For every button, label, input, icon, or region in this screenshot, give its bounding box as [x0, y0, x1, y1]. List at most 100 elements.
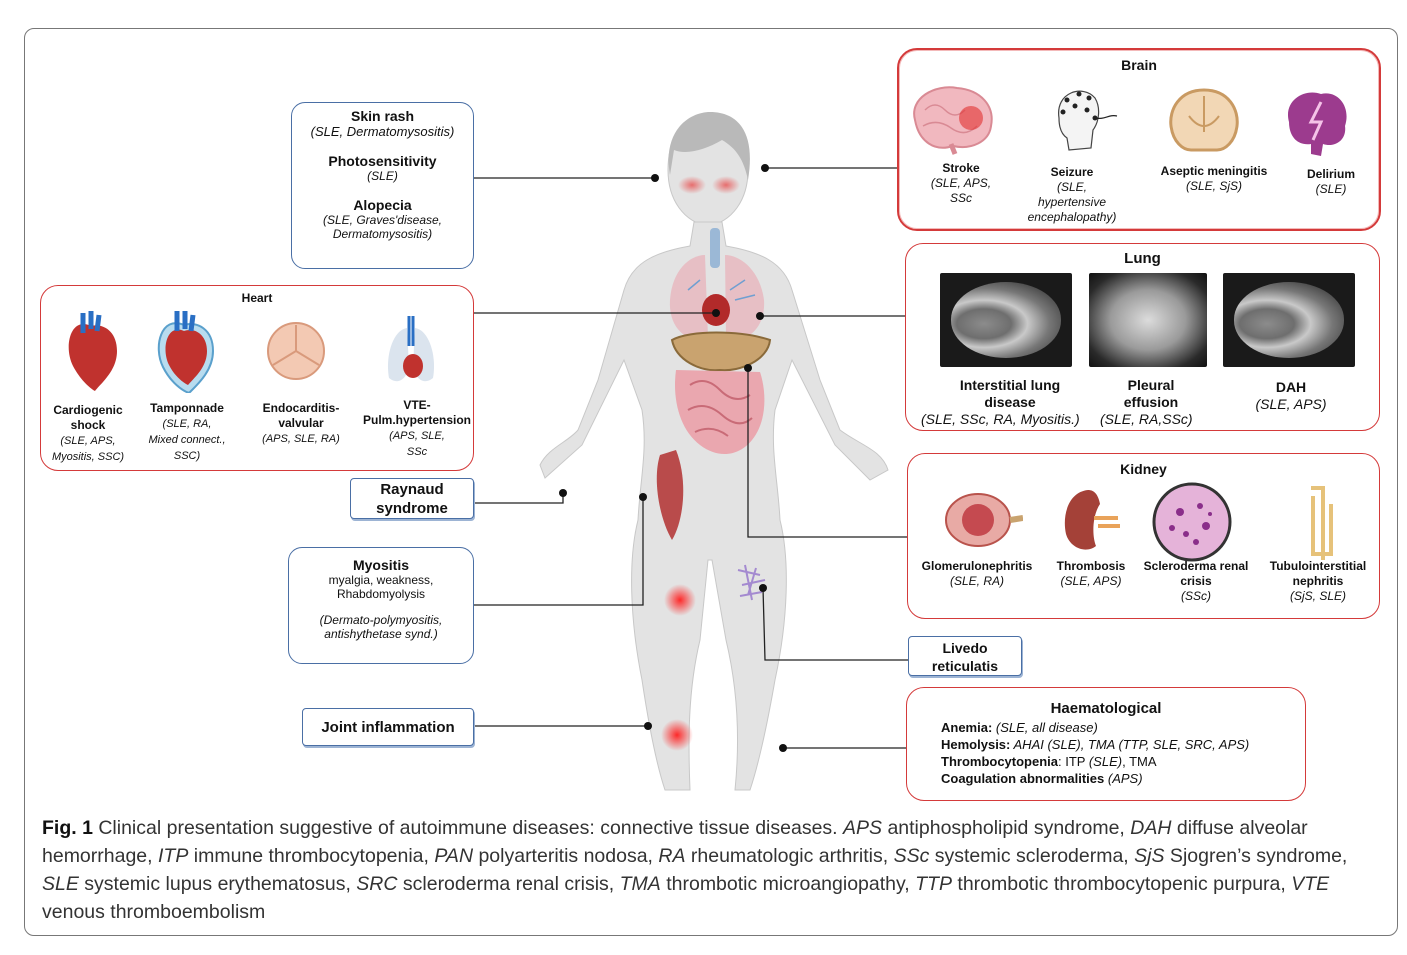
thrombocytopenia-label: Thrombocytopenia [941, 754, 1059, 769]
brain-title: Brain [1121, 57, 1157, 73]
pleural-label-a: Pleural [1127, 377, 1175, 393]
myositis-sub-b: antishythetase synd.) [324, 627, 438, 641]
thrombosis-label: Thrombosis [1056, 559, 1126, 573]
connector-lines [474, 167, 908, 749]
heart-title: Heart [241, 291, 273, 305]
kidney-thrombosis-icon [1064, 490, 1120, 550]
cardiogenic-sub-a: (SLE, APS, [60, 435, 116, 447]
def-sle: systemic lupus erythematosus, [78, 873, 357, 895]
heart-item-4: VTE- Pulm.hypertension (APS, SLE, SSc [359, 398, 475, 460]
def-tma: thrombotic microangiopathy, [660, 873, 916, 895]
abbr-sjs: SjS [1134, 845, 1165, 867]
livedo-box: Livedo reticulatis [908, 636, 1022, 676]
heart-item-2: Tamponnade (SLE, RA, Mixed connect., SSC… [137, 401, 237, 464]
myositis-sub-a: (Dermato-polymyositis, [319, 613, 443, 627]
delirium-label: Delirium [1306, 167, 1355, 181]
skin-rash-title: Skin rash [350, 108, 415, 124]
def-aps: antiphospholipid syndrome, [882, 817, 1131, 839]
glomerulus-icon [945, 493, 1023, 547]
ild-sub: (SLE, SSc, RA, Myositis.) [921, 411, 1080, 427]
vte-label-b: Pulm.hypertension [362, 413, 472, 427]
kidney-item-thrombosis: Thrombosis (SLE, APS) [1046, 559, 1136, 589]
lung-item-dah: DAH (SLE, APS) [1236, 379, 1346, 413]
anemia-text: (SLE, all disease) [992, 720, 1098, 735]
thrombocytopenia-text-b: (SLE) [1088, 754, 1123, 769]
skin-box: Skin rash (SLE, Dermatomysositis) Photos… [291, 102, 474, 269]
vte-sub-a: (APS, SLE, [389, 430, 445, 442]
seizure-sub-c: encephalopathy) [1027, 210, 1117, 224]
heart-item-1: Cardiogenic shock (SLE, APS, Myositis, S… [43, 403, 133, 465]
haem-row-coagulation: Coagulation abnormalities (APS) [941, 770, 1305, 787]
joint-box: Joint inflammation [302, 708, 474, 746]
heart-item-3: Endocarditis- valvular (APS, SLE, RA) [246, 401, 356, 447]
ild-label-b: disease [984, 394, 1036, 410]
abbr-itp: ITP [157, 845, 189, 867]
abbr-pan: PAN [434, 845, 474, 867]
abbr-vte: VTE [1291, 873, 1330, 895]
delirium-brain-icon [1287, 92, 1347, 156]
figure-frame [24, 28, 1398, 936]
myositis-title: Myositis [352, 557, 409, 573]
scleroderma-histology-icon [1152, 482, 1232, 562]
joint-label: Joint inflammation [321, 719, 455, 736]
hemolysis-label: Hemolysis: [941, 737, 1011, 752]
brain-item-seizure: Seizure (SLE, hypertensive encephalopath… [1012, 165, 1132, 225]
alopecia-sub-a: (SLE, Graves'disease, [322, 213, 442, 227]
raynaud-box: Raynaud syndrome [350, 478, 474, 519]
abbr-aps: APS [843, 817, 883, 839]
tin-label-a: Tubulointerstitial [1269, 559, 1367, 573]
coagulation-label: Coagulation abnormalities [941, 771, 1105, 786]
abbr-ssc: SSc [893, 845, 930, 867]
raynaud-line2: syndrome [376, 500, 448, 517]
def-vte: venous thromboembolism [42, 901, 266, 923]
coagulation-text: (APS) [1104, 771, 1143, 786]
vte-lungs-icon [387, 316, 435, 382]
endocarditis-label-a: Endocarditis- [262, 401, 340, 415]
brain-item-meningitis: Aseptic meningitis (SLE, SjS) [1146, 164, 1282, 194]
human-silhouette [539, 117, 889, 791]
photosensitivity-title: Photosensitivity [328, 153, 437, 169]
src-sub: (SSc) [1181, 589, 1211, 603]
haem-row-anemia: Anemia: (SLE, all disease) [941, 719, 1305, 736]
alopecia-sub-b: Dermatomysositis) [332, 227, 433, 241]
abbr-dah: DAH [1130, 817, 1172, 839]
lung-box: Lung Interstitial lung disease (SLE, SSc… [905, 243, 1380, 431]
ct-scan-image-1 [940, 273, 1072, 367]
tamponnade-sub-b: Mixed connect., [148, 434, 226, 446]
brain-item-delirium: Delirium (SLE) [1279, 167, 1383, 197]
def-ttp: thrombotic thrombocytopenic purpura, [951, 873, 1292, 895]
def-itp: immune thrombocytopenia, [188, 845, 435, 867]
cardiogenic-label-a: Cardiogenic [53, 403, 123, 417]
vte-sub-b: SSc [406, 446, 428, 458]
def-sjs: Sjogren’s syndrome, [1164, 845, 1348, 867]
stroke-sub-b: SSc [949, 191, 972, 205]
kidney-title: Kidney [1120, 461, 1167, 477]
kidney-item-tin: Tubulointerstitial nephritis (SjS, SLE) [1258, 559, 1378, 604]
livedo-line2: reticulatis [931, 658, 999, 674]
seizure-sub-a: (SLE, [1056, 180, 1087, 194]
skin-rash-sub: (SLE, Dermatomysositis) [310, 124, 455, 139]
tin-sub: (SjS, SLE) [1289, 589, 1346, 603]
nephron-tubule-icon [1311, 486, 1333, 560]
abbr-tma: TMA [619, 873, 661, 895]
meningitis-brain-icon [1169, 88, 1239, 152]
myositis-box: Myositis myalgia, weakness, Rhabdomyolys… [288, 547, 474, 664]
seizure-sub-b: hypertensive [1037, 195, 1107, 209]
endocarditis-sub: (APS, SLE, RA) [262, 433, 340, 445]
photosensitivity-sub: (SLE) [367, 169, 398, 183]
gn-label: Glomerulonephritis [921, 559, 1033, 573]
lung-title: Lung [1124, 250, 1161, 267]
abbr-ttp: TTP [915, 873, 952, 895]
kidney-box: Kidney Glomerulonephritis (SLE, RA) Thro… [907, 453, 1380, 619]
def-dah: diffuse alveolar hemorrhage, [42, 817, 1308, 867]
haem-row-thrombocytopenia: Thrombocytopenia: ITP (SLE), TMA [941, 753, 1305, 770]
endocarditis-label-b: valvular [278, 416, 324, 430]
figure-caption: Fig. 1 Clinical presentation suggestive … [42, 814, 1372, 926]
tamponnade-label: Tamponnade [150, 401, 224, 415]
tin-label-b: nephritis [1292, 574, 1344, 588]
src-label-a: Scleroderma renal [1143, 559, 1249, 573]
haem-box: Haematological Anemia: (SLE, all disease… [906, 687, 1306, 801]
myositis-line1: myalgia, weakness, [328, 573, 434, 587]
lung-item-pleural: Pleural effusion [1101, 377, 1201, 411]
kidney-item-src: Scleroderma renal crisis (SSc) [1136, 559, 1256, 604]
